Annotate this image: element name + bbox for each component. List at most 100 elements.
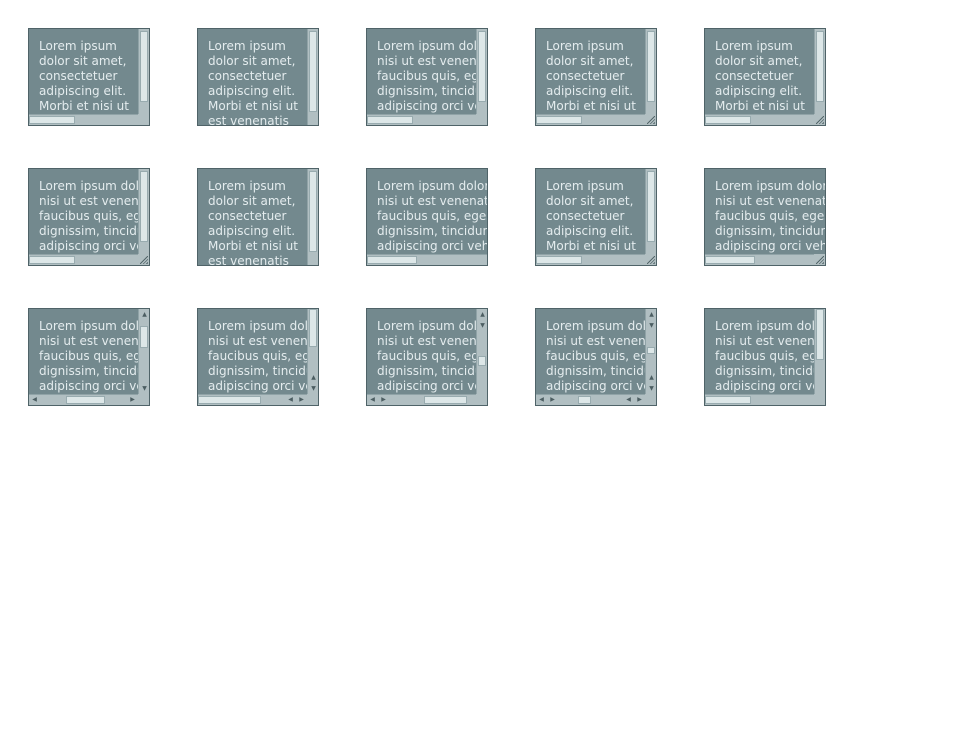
vertical-scrollbar[interactable]: [307, 29, 318, 125]
scroll-box[interactable]: Lorem ipsum dolor sit amet,nisi ut est v…: [535, 308, 657, 406]
vertical-scroll-thumb[interactable]: [309, 170, 317, 252]
scroll-box[interactable]: Lorem ipsum dolor sit amet,nisi ut est v…: [197, 308, 319, 406]
horizontal-scrollbar[interactable]: [536, 114, 645, 125]
horizontal-scrollbar[interactable]: ◀▶: [29, 394, 138, 405]
vertical-scrollbar[interactable]: ▲▼: [476, 309, 487, 394]
horizontal-scrollbar[interactable]: [29, 254, 138, 265]
horizontal-scroll-thumb[interactable]: [705, 256, 756, 264]
horizontal-scrollbar[interactable]: ◀▶: [367, 394, 476, 405]
horizontal-scrollbar[interactable]: ◀ ▶ ◀ ▶: [536, 394, 645, 405]
scroll-right-arrow-icon[interactable]: ▶: [550, 396, 555, 403]
vertical-scroll-thumb[interactable]: [478, 30, 486, 103]
horizontal-scroll-thumb[interactable]: [66, 396, 106, 404]
scroll-down-arrow-icon[interactable]: ▼: [142, 385, 147, 392]
horizontal-scroll-thumb[interactable]: [577, 396, 591, 404]
horizontal-scroll-thumb[interactable]: [536, 116, 582, 124]
vertical-scrollbar[interactable]: ▲▼: [138, 309, 149, 394]
scroll-left-arrow-icon[interactable]: ◀: [288, 396, 293, 403]
vertical-scroll-thumb[interactable]: [309, 309, 317, 347]
text-line: faucibus quis, egestas: [715, 209, 825, 223]
vertical-scrollbar[interactable]: [476, 29, 487, 114]
resize-grip-icon[interactable]: [140, 256, 148, 264]
scroll-box[interactable]: Lorem ipsum dolor sit amet,nisi ut est v…: [28, 308, 150, 406]
scroll-down-arrow-icon[interactable]: ▼: [480, 322, 485, 329]
horizontal-scroll-thumb[interactable]: [367, 116, 413, 124]
horizontal-scrollbar[interactable]: [705, 254, 825, 265]
vertical-scrollbar[interactable]: [645, 169, 656, 254]
resize-grip-icon[interactable]: [816, 256, 824, 264]
scroll-up-arrow-icon[interactable]: ▲: [649, 374, 654, 381]
vertical-scroll-thumb[interactable]: [140, 170, 148, 243]
vertical-scrollbar[interactable]: [138, 169, 149, 254]
text-line: dolor sit amet,: [208, 194, 296, 208]
scroll-right-arrow-icon[interactable]: ▶: [637, 396, 642, 403]
horizontal-scroll-thumb[interactable]: [367, 256, 418, 264]
vertical-scrollbar[interactable]: [814, 29, 825, 114]
scroll-right-arrow-icon[interactable]: ▶: [381, 396, 386, 403]
scroll-down-arrow-icon[interactable]: ▼: [649, 322, 654, 329]
horizontal-scrollbar[interactable]: [705, 394, 814, 405]
horizontal-scroll-thumb[interactable]: [536, 256, 582, 264]
vertical-scroll-thumb[interactable]: [647, 170, 655, 243]
scroll-box[interactable]: Lorem ipsum dolor sit amet,nisi ut est v…: [704, 168, 826, 266]
horizontal-scroll-thumb[interactable]: [29, 116, 75, 124]
horizontal-scrollbar[interactable]: [367, 254, 487, 265]
scroll-up-arrow-icon[interactable]: ▲: [480, 311, 485, 318]
scroll-up-arrow-icon[interactable]: ▲: [649, 311, 654, 318]
horizontal-scrollbar[interactable]: [29, 114, 138, 125]
horizontal-scroll-thumb[interactable]: [705, 116, 751, 124]
vertical-scrollbar[interactable]: ▲▼: [307, 309, 318, 394]
scroll-left-arrow-icon[interactable]: ◀: [539, 396, 544, 403]
horizontal-scroll-thumb[interactable]: [705, 396, 751, 404]
scroll-down-arrow-icon[interactable]: ▼: [649, 385, 654, 392]
scroll-box[interactable]: Lorem ipsum dolor sit amet,nisi ut est v…: [704, 308, 826, 406]
scroll-box[interactable]: Lorem ipsum dolor sit amet,nisi ut est v…: [366, 168, 488, 266]
horizontal-scrollbar[interactable]: [367, 114, 476, 125]
text-line: nisi ut est venenatis molestie.: [39, 194, 149, 208]
vertical-scroll-thumb[interactable]: [816, 309, 824, 360]
vertical-scroll-thumb[interactable]: [140, 326, 148, 349]
scroll-box[interactable]: Lorem ipsum dolor sit amet,nisi ut est v…: [28, 168, 150, 266]
resize-grip-icon[interactable]: [816, 116, 824, 124]
horizontal-scrollbar[interactable]: [536, 254, 645, 265]
scroll-right-arrow-icon[interactable]: ▶: [130, 396, 135, 403]
vertical-scrollbar[interactable]: ▲ ▼ ▲ ▼: [645, 309, 656, 394]
text-line: consectetuer: [546, 209, 625, 223]
vertical-scrollbar[interactable]: [307, 169, 318, 265]
horizontal-scroll-thumb[interactable]: [423, 396, 468, 404]
vertical-scroll-thumb[interactable]: [140, 30, 148, 103]
vertical-scroll-thumb[interactable]: [309, 30, 317, 112]
scroll-box[interactable]: Lorem ipsum dolor sit amet,nisi ut est v…: [366, 308, 488, 406]
resize-grip-icon[interactable]: [647, 256, 655, 264]
text-line: adipiscing orci vehicula: [715, 239, 825, 253]
scroll-right-arrow-icon[interactable]: ▶: [299, 396, 304, 403]
horizontal-scrollbar[interactable]: [705, 114, 814, 125]
vertical-scroll-thumb[interactable]: [647, 347, 655, 354]
vertical-scrollbar[interactable]: [814, 309, 825, 394]
vertical-scrollbar[interactable]: [645, 29, 656, 114]
text-line: adipiscing orci vehicula: [208, 379, 318, 393]
vertical-scrollbar[interactable]: [138, 29, 149, 114]
scroll-left-arrow-icon[interactable]: ◀: [626, 396, 631, 403]
vertical-scroll-thumb[interactable]: [647, 30, 655, 103]
text-line: Lorem ipsum dolor sit amet,: [715, 319, 826, 333]
scroll-up-arrow-icon[interactable]: ▲: [142, 311, 147, 318]
scroll-down-arrow-icon[interactable]: ▼: [311, 385, 316, 392]
horizontal-scrollbar[interactable]: ◀▶: [198, 394, 307, 405]
vertical-scroll-thumb[interactable]: [816, 30, 824, 103]
resize-grip-icon[interactable]: [647, 116, 655, 124]
horizontal-scroll-thumb[interactable]: [29, 256, 75, 264]
scroll-left-arrow-icon[interactable]: ◀: [32, 396, 37, 403]
scroll-box[interactable]: Lorem ipsum dolor sit amet,nisi ut est v…: [366, 28, 488, 126]
vertical-scroll-thumb[interactable]: [478, 356, 486, 366]
scroll-up-arrow-icon[interactable]: ▲: [311, 374, 316, 381]
scroll-left-arrow-icon[interactable]: ◀: [370, 396, 375, 403]
horizontal-scroll-thumb[interactable]: [198, 396, 261, 404]
